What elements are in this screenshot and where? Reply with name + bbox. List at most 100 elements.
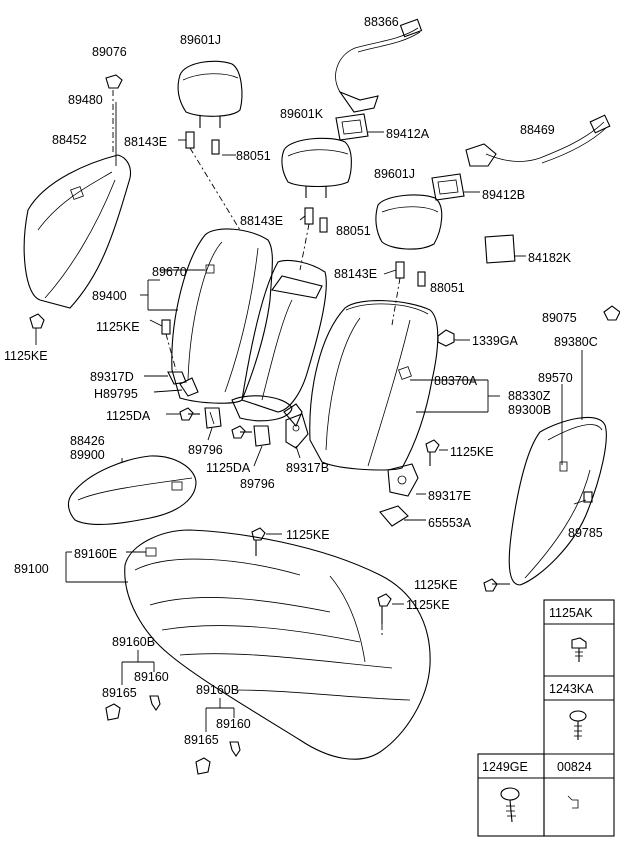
- bolt-1125DA: [179, 407, 200, 421]
- label-89796-a: 89796: [188, 443, 223, 457]
- label-1125KE-c: 1125KE: [450, 445, 494, 459]
- clip-89076: [105, 74, 123, 155]
- fastener-table: 1125AK 1243KA 1249GE 00824: [477, 599, 615, 837]
- label-89380C: 89380C: [554, 335, 598, 349]
- label-1125KE-a: 1125KE: [4, 349, 48, 363]
- table-1125AK: 1125AK: [549, 606, 593, 620]
- label-89400: 89400: [92, 289, 127, 303]
- label-89317B: 89317B: [286, 461, 329, 475]
- screw-1243KA-icon: [569, 710, 587, 740]
- label-88143E-a: 88143E: [124, 135, 167, 149]
- seat-back-left: [171, 228, 327, 428]
- label-1125DA-a: 1125DA: [106, 409, 151, 423]
- label-89160B-b: 89160B: [196, 683, 239, 697]
- label-88426: 88426: [70, 434, 105, 448]
- label-88051-a: 88051: [236, 149, 271, 163]
- label-89300B: 89300B: [508, 403, 551, 417]
- label-89570: 89570: [538, 371, 573, 385]
- label-89160B-a: 89160B: [112, 635, 155, 649]
- label-88370A: 88370A: [434, 374, 478, 388]
- label-65553A: 65553A: [428, 516, 472, 530]
- label-88051-c: 88051: [430, 281, 465, 295]
- screw-1125AK-icon: [571, 637, 587, 662]
- harness-88469: [465, 114, 611, 167]
- switch-89412A: [335, 113, 384, 141]
- label-89160-b: 89160: [216, 717, 251, 731]
- screw-1249GE-icon: [500, 787, 520, 823]
- headrest-right: [375, 194, 443, 250]
- clip-89165-a: [105, 703, 121, 721]
- label-89601K: 89601K: [280, 107, 324, 121]
- table-1249GE: 1249GE: [482, 760, 528, 774]
- label-89165-b: 89165: [184, 733, 219, 747]
- label-89160E: 89160E: [74, 547, 117, 561]
- label-88143E-b: 88143E: [240, 214, 283, 228]
- label-89601J-b: 89601J: [374, 167, 415, 181]
- label-89670: 89670: [152, 265, 187, 279]
- label-89796-b: 89796: [240, 477, 275, 491]
- label-88330Z: 88330Z: [508, 389, 551, 403]
- label-1339GA: 1339GA: [472, 334, 519, 348]
- bolt-1125KE-cushion-top: [251, 527, 282, 556]
- label-89160-a: 89160: [134, 670, 169, 684]
- harness-88366: [335, 18, 423, 113]
- clip-00824-icon: [567, 795, 579, 809]
- label-1125KE-e: 1125KE: [414, 578, 458, 592]
- hinge-89317B: [285, 413, 309, 449]
- seat-back-right: [309, 300, 439, 471]
- nut-1339GA: [437, 329, 470, 347]
- label-89412B: 89412B: [482, 188, 525, 202]
- clip-89160-b: [229, 741, 241, 757]
- bolt-1125KE-bolster: [483, 578, 510, 592]
- label-88469: 88469: [520, 123, 555, 137]
- label-1125DA-b: 1125DA: [206, 461, 251, 475]
- bolt-1125KE-mid: [425, 439, 448, 466]
- table-00824: 00824: [557, 760, 592, 774]
- label-1125KE-f: 1125KE: [406, 598, 450, 612]
- bracket-65553A: [379, 505, 426, 527]
- label-89076: 89076: [92, 45, 127, 59]
- leader-lines: [65, 102, 587, 732]
- part-labels: 89076 89480 88452 1125KE 89601J 88143E 8…: [4, 15, 603, 747]
- label-89165-a: 89165: [102, 686, 137, 700]
- left-side-bolster: [23, 154, 132, 345]
- seat-cushion-89100: [124, 529, 431, 760]
- label-89075: 89075: [542, 311, 577, 325]
- label-89100: 89100: [14, 562, 49, 576]
- label-88051-b: 88051: [336, 224, 371, 238]
- bolt-1125KE-cushion-right: [377, 593, 404, 638]
- headrest-guide-top: [185, 131, 241, 231]
- label-89785: 89785: [568, 526, 603, 540]
- table-1243KA: 1243KA: [549, 682, 594, 696]
- label-89900: 89900: [70, 448, 105, 462]
- label-88143E-c: 88143E: [334, 267, 377, 281]
- bracket-89796-a: [204, 407, 222, 429]
- label-89601J-a: 89601J: [180, 33, 221, 47]
- label-89317D: 89317D: [90, 370, 134, 384]
- clip-89165-b: [195, 757, 211, 775]
- headrest-center: [281, 137, 352, 198]
- hinge-89317E: [387, 463, 426, 497]
- headrest-guide-right: [391, 261, 426, 326]
- switch-89412B: [431, 173, 480, 201]
- right-side-bolster: [508, 416, 607, 586]
- armrest-89900: [67, 455, 197, 525]
- label-84182K: 84182K: [528, 251, 572, 265]
- label-89480: 89480: [68, 93, 103, 107]
- label-89317E: 89317E: [428, 489, 471, 503]
- label-1125KE-b: 1125KE: [96, 320, 140, 334]
- label-89412A: 89412A: [386, 127, 430, 141]
- label-1125KE-d: 1125KE: [286, 528, 330, 542]
- bracket-89317D: [161, 319, 199, 397]
- label-H89795: H89795: [94, 387, 138, 401]
- headrest-left: [177, 60, 243, 128]
- clip-89075: [603, 305, 620, 321]
- clip-89160-a: [149, 695, 161, 711]
- pad-84182K: [484, 234, 526, 264]
- bolt-1125DA-b: [231, 425, 252, 439]
- bracket-89796-b: [253, 425, 271, 447]
- label-88366: 88366: [364, 15, 399, 29]
- label-88452: 88452: [52, 133, 87, 147]
